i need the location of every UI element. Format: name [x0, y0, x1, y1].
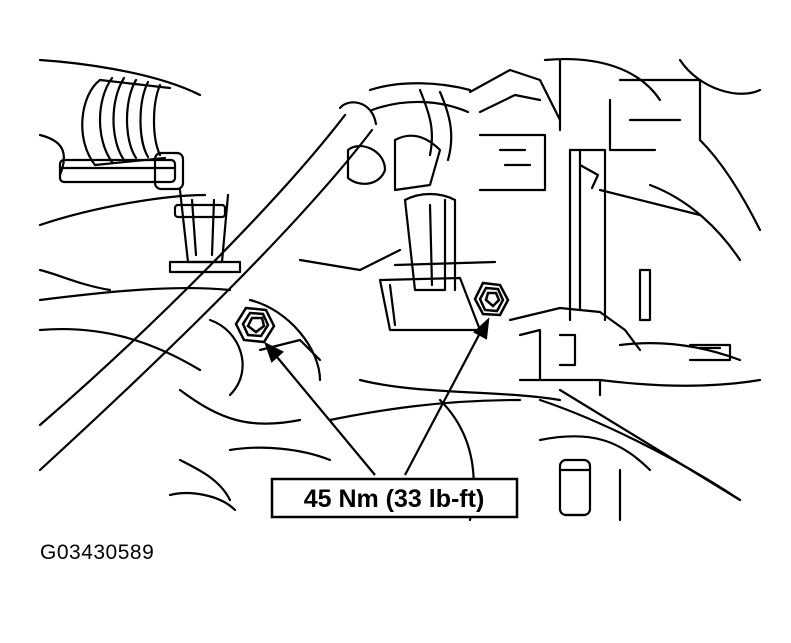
shaft: [38, 151, 207, 227]
figure-id: G03430589: [40, 541, 155, 564]
sensor-cylinder: [558, 458, 592, 517]
bolt-icon: [234, 306, 276, 344]
arrow-icon: [264, 341, 376, 476]
upper-hoses: [368, 58, 762, 262]
bolt-icon: [473, 281, 510, 317]
diagonal-hose: [38, 101, 387, 472]
torque-callout: 45 Nm (33 lb-ft): [270, 477, 519, 519]
torque-label: 45 Nm (33 lb-ft): [304, 485, 485, 513]
arrow-icon: [404, 317, 490, 476]
center-bracket: [378, 192, 497, 332]
pulley: [38, 58, 202, 177]
left-clamp: [168, 188, 242, 274]
